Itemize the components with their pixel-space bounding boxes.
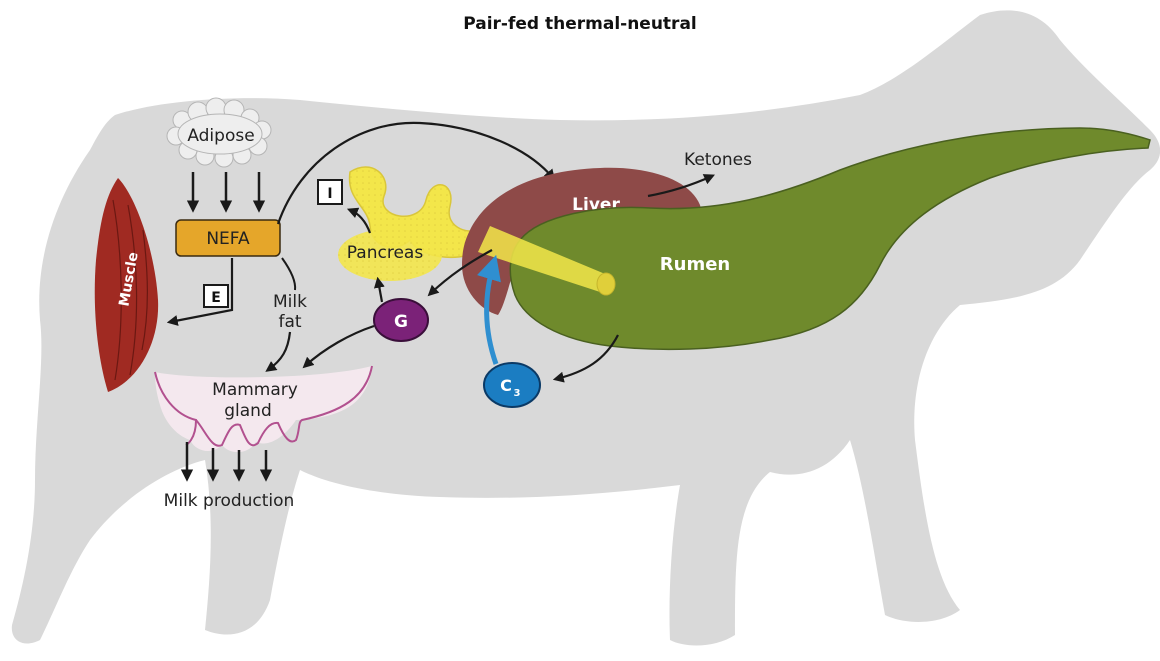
propionate-c3-node: C 3 [484, 363, 540, 407]
g-label: G [394, 312, 408, 332]
i-label: I [327, 186, 332, 202]
i-box: I [318, 180, 342, 204]
nefa-label: NEFA [206, 229, 250, 249]
nefa-box: NEFA [176, 220, 280, 256]
ketones-label: Ketones [684, 150, 752, 170]
milk-fat-label-line1: Milk [273, 292, 307, 312]
e-box: E [204, 285, 228, 307]
mammary-label-line1: Mammary [212, 380, 298, 400]
c3-label: C [500, 376, 512, 395]
c3-subscript: 3 [514, 388, 521, 399]
adipose-label: Adipose [187, 126, 254, 146]
mammary-label-line2: gland [224, 401, 272, 421]
pancreas-label: Pancreas [347, 243, 424, 263]
milk-fat-label-line2: fat [278, 312, 301, 332]
rumen-label: Rumen [660, 254, 730, 275]
e-label: E [211, 290, 221, 306]
diagram-title: Pair-fed thermal-neutral [463, 14, 697, 34]
milk-production-label: Milk production [164, 491, 295, 511]
glucose-node: G [374, 299, 428, 341]
